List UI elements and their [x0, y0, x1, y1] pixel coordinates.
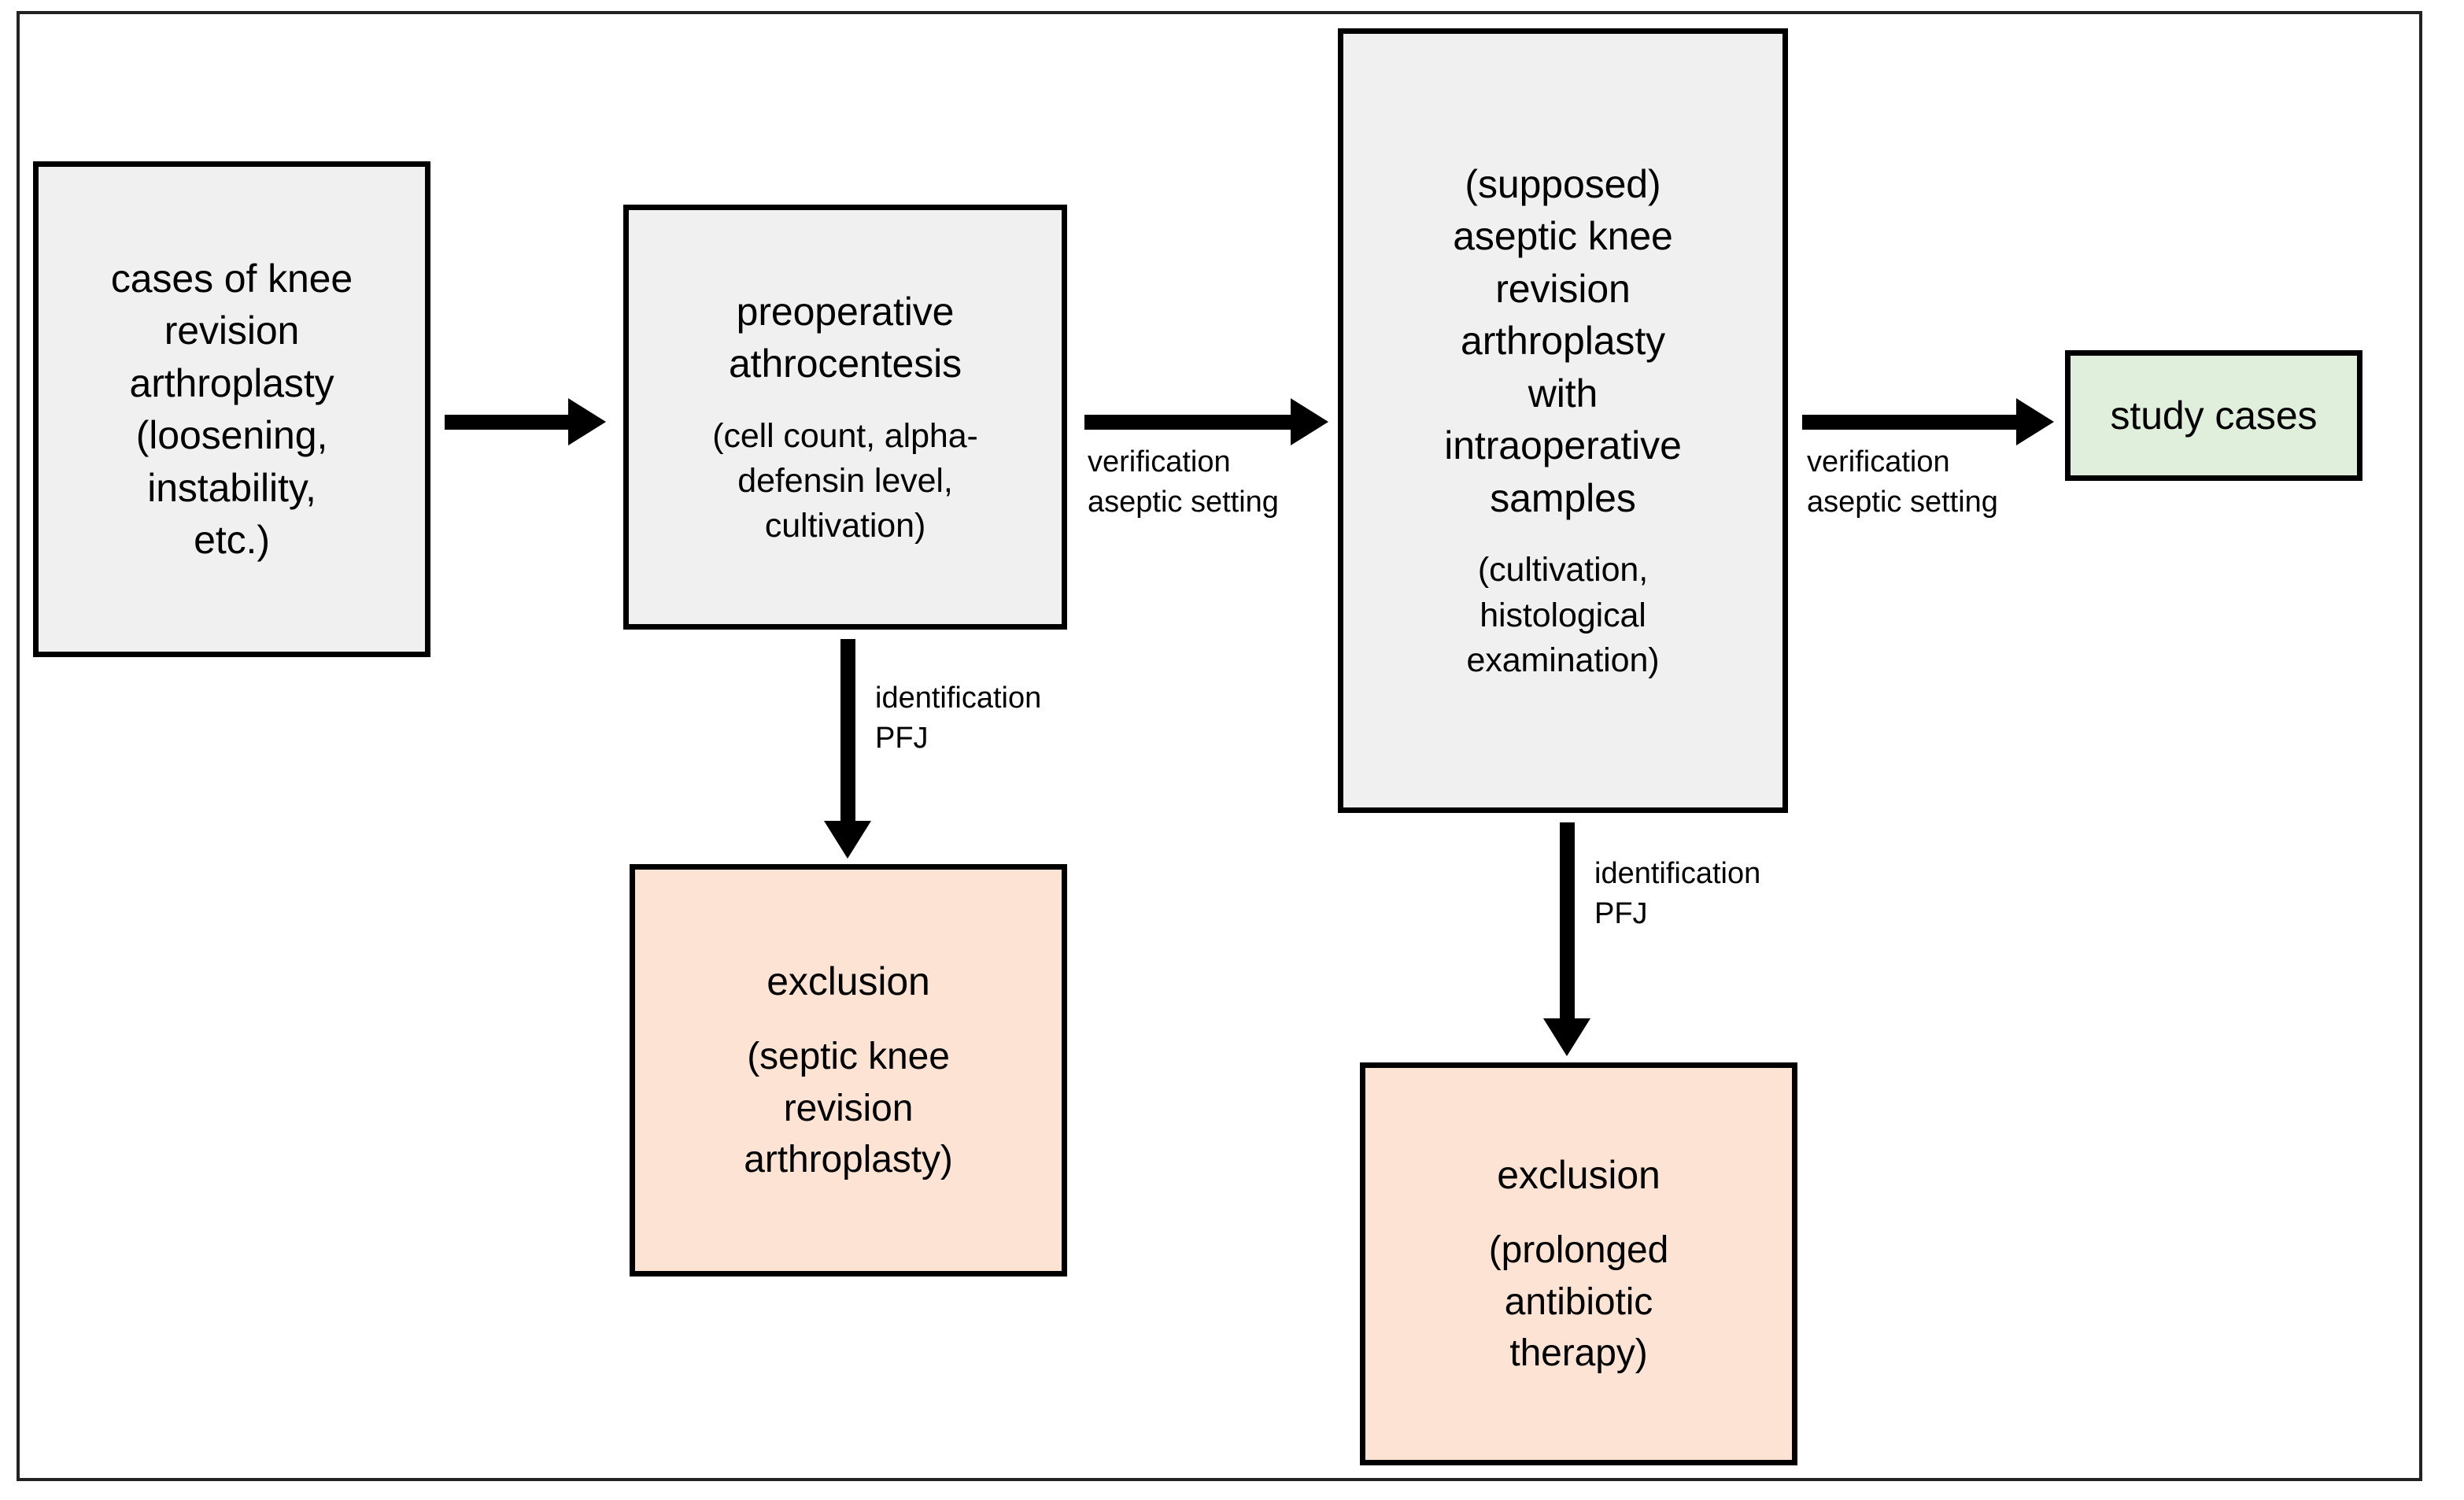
arrow-head [2016, 398, 2054, 445]
arrow-head [824, 821, 871, 859]
arrow-head [1543, 1018, 1590, 1056]
node-excl-abx-sub-line-3: therapy) [1509, 1332, 1648, 1374]
edge-label-line-2: aseptic setting [1088, 486, 1279, 519]
node-aseptic-title-line-4: arthroplasty [1460, 319, 1666, 364]
node-aseptic-title-line-3: revision [1495, 266, 1631, 311]
node-exclusion-prolonged-antibiotic-therapy[interactable]: exclusion (prolonged antibiotic therapy) [1360, 1062, 1797, 1465]
node-aseptic-sub-line-1: (cultivation, [1477, 551, 1649, 589]
edge-label-line-1: identification [1594, 857, 1761, 890]
arrow-shaft [445, 415, 571, 430]
arrow-shaft [1084, 415, 1293, 430]
node-preop-title-line-1: preoperative [736, 289, 955, 334]
edge-label-line-2: PFJ [875, 722, 929, 756]
node-excl-septic-sub-line-3: arthroplasty) [744, 1138, 953, 1180]
node-exclusion-septic-knee-revision-arthroplasty[interactable]: exclusion (septic knee revision arthropl… [630, 864, 1067, 1276]
node-study-cases[interactable]: study cases [2065, 350, 2362, 481]
node-cases-line-3: arthroplasty [129, 360, 334, 405]
node-preop-sub-line-3: cultivation) [764, 507, 926, 545]
node-excl-septic-sub-line-2: revision [783, 1087, 914, 1129]
edge-label-line-2: aseptic setting [1807, 486, 1998, 519]
node-cases-line-1: cases of knee [110, 256, 353, 301]
edge-label-verification-aseptic-setting-1: verification aseptic setting [1088, 442, 1279, 523]
edge-label-identification-pfj-2: identification PFJ [1594, 854, 1760, 935]
node-cases-line-5: instability, [147, 465, 316, 510]
arrow-shaft [1802, 415, 2019, 430]
arrow-head [568, 398, 606, 445]
node-preop-sub-line-1: (cell count, alpha- [712, 416, 978, 455]
edge-label-line-2: PFJ [1594, 897, 1648, 931]
node-cases-line-6: etc.) [194, 518, 270, 562]
node-cases-of-knee-revision-arthroplasty[interactable]: cases of knee revision arthroplasty (loo… [33, 161, 430, 657]
node-preop-sub-line-2: defensin level, [737, 461, 953, 500]
arrow-head [1291, 398, 1328, 445]
node-excl-abx-sub-line-2: antibiotic [1504, 1280, 1653, 1323]
node-aseptic-sub-line-2: histological [1480, 596, 1646, 634]
node-excl-abx-title: exclusion [1497, 1152, 1661, 1197]
node-excl-septic-title: exclusion [767, 959, 930, 1003]
node-aseptic-title-line-2: aseptic knee [1453, 214, 1673, 259]
arrow-shaft [840, 639, 855, 823]
node-cases-line-2: revision [164, 308, 300, 353]
edge-label-line-1: identification [875, 682, 1042, 715]
node-supposed-aseptic-knee-revision-arthroplasty[interactable]: (supposed) aseptic knee revision arthrop… [1338, 28, 1788, 813]
node-aseptic-sub-line-3: examination) [1466, 641, 1660, 679]
node-aseptic-title-line-5: with [1528, 371, 1598, 416]
node-aseptic-title-line-1: (supposed) [1465, 161, 1661, 206]
node-excl-septic-sub-line-1: (septic knee [747, 1036, 950, 1078]
edge-label-line-1: verification [1088, 445, 1231, 478]
node-aseptic-title-line-7: samples [1490, 475, 1636, 520]
node-excl-abx-sub-line-1: (prolonged [1488, 1229, 1669, 1272]
node-study-cases-label: study cases [2110, 393, 2318, 438]
arrow-shaft [1560, 822, 1575, 1021]
node-cases-line-4: (loosening, [135, 413, 328, 457]
edge-label-identification-pfj-1: identification PFJ [875, 678, 1041, 759]
node-aseptic-title-line-6: intraoperative [1444, 423, 1682, 468]
diagram-frame [17, 11, 2422, 1481]
edge-label-verification-aseptic-setting-2: verification aseptic setting [1807, 442, 1998, 523]
node-preoperative-athrocentesis[interactable]: preoperative athrocentesis (cell count, … [623, 205, 1067, 630]
node-preop-title-line-2: athrocentesis [728, 342, 962, 386]
edge-label-line-1: verification [1807, 445, 1950, 478]
